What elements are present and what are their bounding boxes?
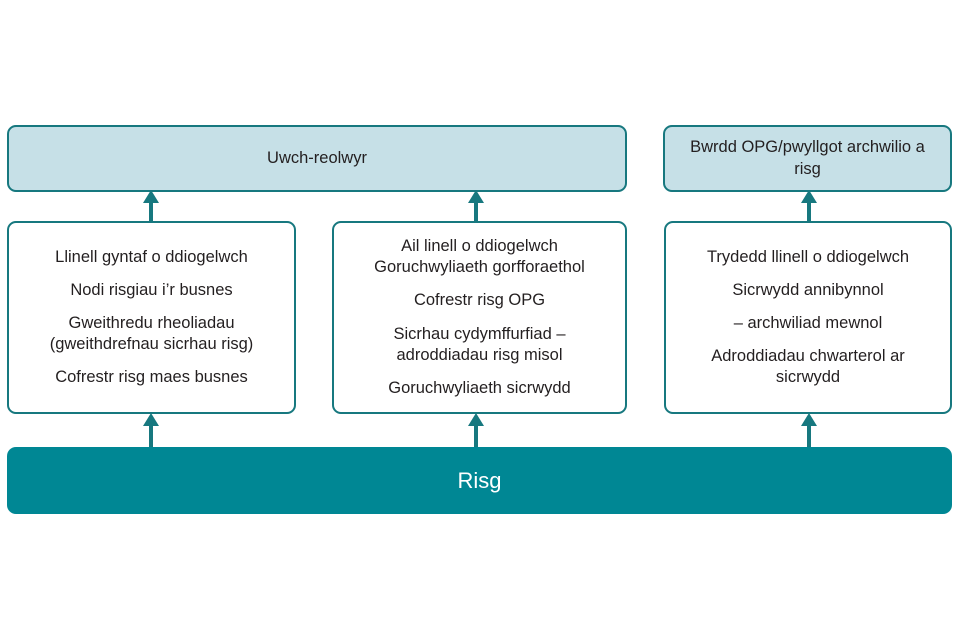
detail-line: Llinell gyntaf o ddiogelwch [55, 247, 248, 266]
arrow-up-first-line-to-senior-managers [141, 190, 161, 222]
detail-line: adroddiadau risg misol [396, 345, 563, 364]
detail-line: (gweithdrefnau sicrhau risg) [49, 335, 254, 354]
detail-line: Ail linell o ddiogelwch [401, 237, 558, 256]
detail-line: Sicrwydd annibynnol [732, 280, 884, 299]
banner-senior-managers-label: Uwch-reolwyr [267, 148, 367, 167]
banner-board-audit-risk-committee: Bwrdd OPG/pwyllgot archwilio a risg [663, 125, 952, 192]
arrow-up-second-line-to-senior-managers [466, 190, 486, 222]
detail-line: sicrwydd [775, 368, 841, 387]
box-second-line-of-defence: Ail linell o ddiogelwch Goruchwyliaeth g… [332, 221, 627, 414]
detail-line: Cofrestr risg OPG [413, 291, 546, 310]
detail-block: Trydedd llinell o ddiogelwch [707, 247, 909, 268]
detail-line: Nodi risgiau i’r busnes [70, 280, 233, 299]
risk-bar-label: Risg [457, 467, 502, 493]
arrow-up-risk-to-third-line [799, 413, 819, 449]
detail-block: Cofrestr risg maes busnes [55, 367, 248, 388]
detail-block: – archwiliad mewnol [734, 313, 883, 334]
detail-line: Goruchwyliaeth gorfforaethol [374, 258, 585, 277]
detail-block: Gweithredu rheoliadau (gweithdrefnau sic… [50, 313, 254, 355]
detail-line: Goruchwyliaeth sicrwydd [388, 378, 571, 397]
arrow-up-risk-to-second-line [466, 413, 486, 449]
detail-line: Cofrestr risg maes busnes [55, 368, 248, 387]
detail-block: Sicrhau cydymffurfiad – adroddiadau risg… [393, 324, 565, 366]
detail-block: Llinell gyntaf o ddiogelwch [55, 247, 248, 268]
detail-line: – archwiliad mewnol [733, 313, 883, 332]
risk-bar: Risg [7, 447, 952, 514]
detail-line: Trydedd llinell o ddiogelwch [706, 247, 910, 266]
detail-block: Cofrestr risg OPG [414, 290, 545, 311]
arrow-up-risk-to-first-line [141, 413, 161, 449]
arrow-up-third-line-to-board [799, 190, 819, 222]
detail-block: Goruchwyliaeth sicrwydd [388, 378, 570, 399]
detail-block: Nodi risgiau i’r busnes [70, 280, 232, 301]
box-third-line-of-defence: Trydedd llinell o ddiogelwch Sicrwydd an… [664, 221, 952, 414]
detail-block: Sicrwydd annibynnol [732, 280, 883, 301]
detail-block: Ail linell o ddiogelwch Goruchwyliaeth g… [374, 236, 585, 278]
box-first-line-of-defence: Llinell gyntaf o ddiogelwch Nodi risgiau… [7, 221, 296, 414]
banner-senior-managers: Uwch-reolwyr [7, 125, 627, 192]
detail-line: Adroddiadau chwarterol ar [711, 347, 905, 366]
banner-board-label: Bwrdd OPG/pwyllgot archwilio a risg [690, 138, 925, 178]
detail-line: Gweithredu rheoliadau [68, 313, 235, 332]
detail-block: Adroddiadau chwarterol ar sicrwydd [711, 346, 905, 388]
detail-line: Sicrhau cydymffurfiad – [393, 324, 566, 343]
